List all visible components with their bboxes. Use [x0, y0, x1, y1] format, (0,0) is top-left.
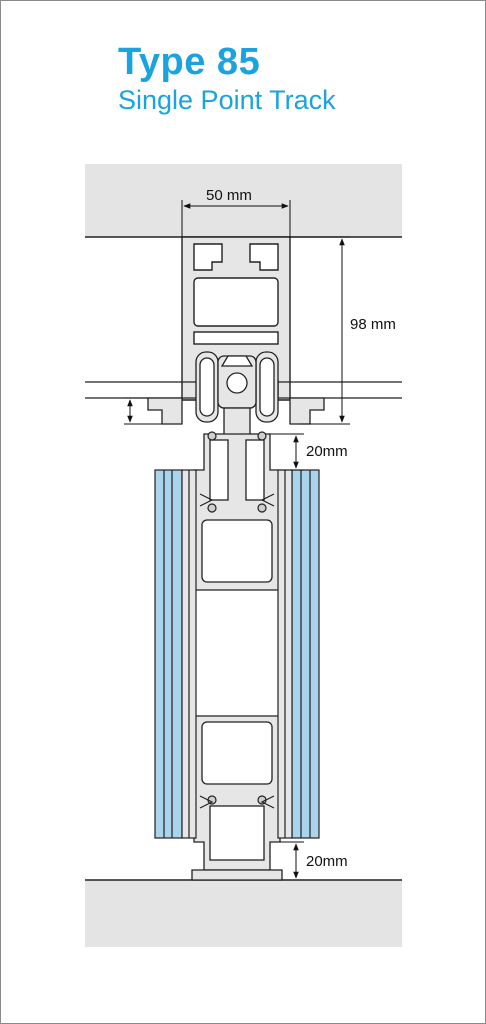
- top-door-rail: [193, 433, 281, 591]
- title-block: Type 85 Single Point Track: [118, 40, 336, 116]
- floor-guide: [191, 869, 283, 881]
- floor-slab: [85, 880, 402, 947]
- diagram-title: Type 85: [118, 41, 261, 83]
- top-gap-dimension: [270, 433, 304, 471]
- top-gap-label: 20mm: [306, 443, 348, 460]
- bottom-gap-label: 20mm: [306, 853, 348, 870]
- glass-panel-right: [277, 469, 320, 839]
- glass-panel-left: [154, 469, 197, 839]
- height-dimension: [290, 236, 350, 425]
- bottom-door-rail: [193, 715, 281, 871]
- width-dimension-label: 50 mm: [206, 187, 252, 204]
- top-seals: [199, 431, 275, 513]
- ceiling-slab: [85, 164, 402, 237]
- width-dimension: [181, 200, 291, 237]
- diagram-subtitle: Single Point Track: [118, 85, 336, 115]
- height-dimension-label: 98 mm: [350, 316, 396, 333]
- bottom-gap-dimension: [280, 841, 304, 879]
- offset-dimension: [124, 397, 162, 425]
- roller-carriage: [195, 351, 279, 423]
